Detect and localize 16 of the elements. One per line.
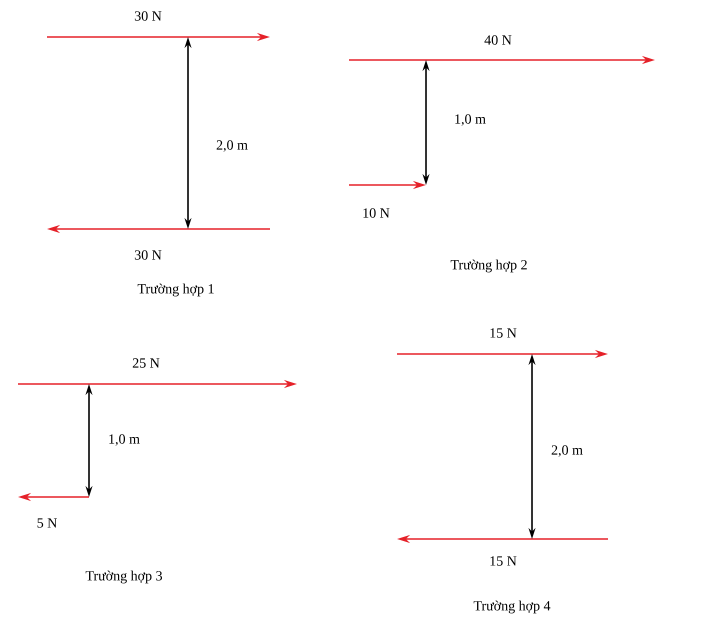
force-label: 30 N [134,11,162,21]
force-label: 5 N [38,518,57,528]
force-label: 15 N [490,328,516,338]
case-title: Trường hợp 3 [86,570,162,584]
force-label: 15 N [490,556,516,566]
dimension-label: 2,0 m [216,140,248,152]
force-label: 10 N [363,208,390,218]
force-label: 30 N [134,250,162,260]
case-title: Trường hợp 4 [474,600,550,614]
dimension-label: 1,0 m [109,434,140,446]
dimension-label: 2,0 m [552,445,583,457]
force-label: 40 N [484,35,512,45]
dimension-label: 1,0 m [455,114,486,126]
case-title: Trường hợp 2 [450,260,527,272]
case-title: Trường hợp 1 [138,284,214,296]
force-label: 25 N [132,358,160,368]
